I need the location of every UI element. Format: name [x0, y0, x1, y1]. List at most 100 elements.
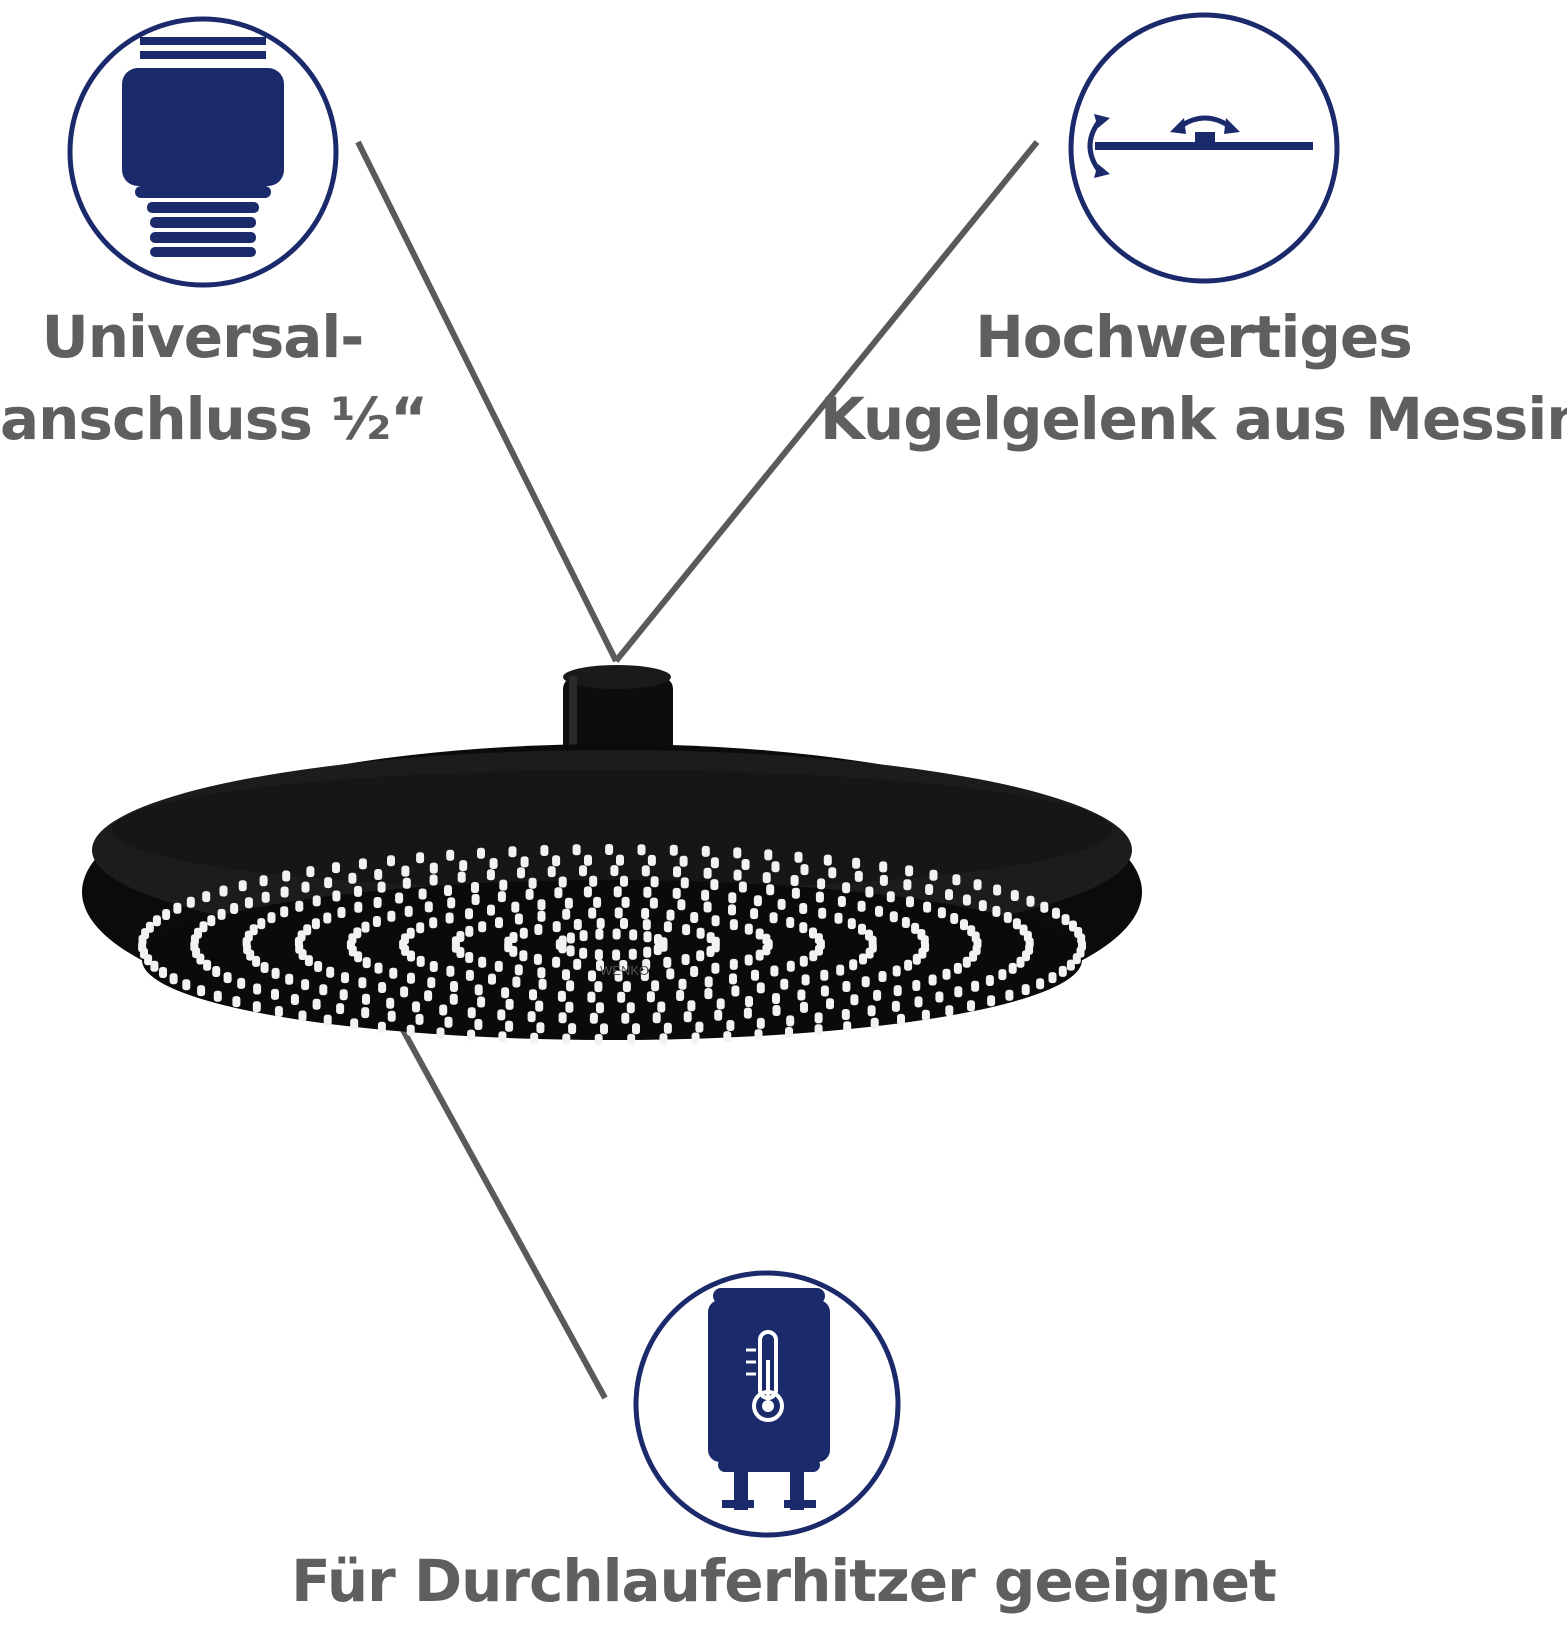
nozzle: [912, 953, 921, 965]
nozzle: [312, 895, 321, 907]
nozzle: [786, 917, 795, 928]
nozzle: [446, 965, 455, 977]
nozzle: [537, 899, 546, 911]
nozzle: [427, 977, 436, 989]
nozzle: [1036, 978, 1045, 990]
nozzle: [564, 897, 573, 909]
nozzle: [223, 972, 232, 984]
nozzle: [731, 985, 740, 997]
nozzle: [873, 989, 882, 1001]
nozzle: [814, 1012, 823, 1024]
nozzle: [457, 871, 466, 883]
nozzle: [690, 912, 699, 923]
nozzle: [459, 860, 468, 872]
nozzle: [298, 1010, 307, 1022]
nozzle: [387, 910, 396, 922]
nozzle: [562, 1033, 571, 1045]
nozzle: [354, 885, 362, 897]
nozzle: [971, 980, 980, 992]
nozzle: [311, 918, 320, 930]
nozzle: [267, 912, 276, 924]
nozzle: [643, 886, 652, 898]
nozzle: [750, 908, 759, 920]
nozzle: [614, 907, 623, 919]
nozzle: [584, 854, 592, 866]
nozzle: [314, 961, 323, 972]
nozzle: [967, 1000, 975, 1012]
nozzle: [471, 894, 480, 905]
nozzle: [889, 911, 898, 923]
nozzle: [465, 908, 473, 920]
nozzle: [1040, 901, 1049, 913]
nozzle: [842, 981, 851, 992]
nozzle: [764, 849, 773, 861]
nozzle: [487, 904, 495, 916]
ball-joint-label-line2: Kugelgelenk aus Messing: [820, 385, 1567, 453]
nozzle: [534, 924, 543, 935]
nozzle: [649, 897, 658, 909]
nozzle: [650, 876, 659, 888]
nozzle: [552, 855, 561, 867]
nozzle: [834, 912, 843, 924]
nozzle: [477, 847, 485, 859]
nozzle: [579, 930, 588, 942]
nozzle: [238, 880, 247, 892]
nozzle: [711, 941, 720, 953]
nozzle: [901, 917, 910, 928]
nozzle: [912, 980, 921, 991]
nozzle: [987, 995, 996, 1007]
nozzle: [558, 935, 567, 947]
nozzle: [711, 962, 720, 974]
nozzle: [858, 923, 866, 935]
nozzle: [640, 970, 649, 981]
nozzle: [687, 1000, 696, 1012]
nozzle: [751, 969, 759, 981]
nozzle: [529, 989, 537, 1001]
nozzle: [879, 861, 888, 873]
nozzle: [519, 927, 528, 939]
nozzle: [969, 950, 978, 962]
nozzle: [745, 996, 753, 1007]
nozzle: [301, 979, 310, 991]
nozzle: [439, 1004, 448, 1016]
nozzle: [842, 882, 851, 894]
connector-label-line2: anschluss ½“: [0, 385, 428, 453]
nozzle: [589, 1012, 598, 1024]
nozzle: [596, 918, 605, 929]
nozzle: [1008, 962, 1017, 974]
nozzle: [1072, 953, 1081, 965]
nozzle: [562, 969, 570, 981]
nozzle: [566, 932, 575, 944]
nozzle: [525, 888, 534, 900]
nozzle: [646, 991, 655, 1003]
nozzle: [1061, 914, 1070, 926]
nozzle: [378, 982, 387, 993]
nozzle: [467, 1029, 476, 1041]
nozzle-pattern: [138, 844, 1086, 1045]
nozzle: [613, 886, 622, 898]
nozzle: [850, 994, 859, 1006]
nozzle: [535, 1000, 544, 1012]
nozzle: [537, 967, 546, 979]
nozzle: [540, 845, 549, 856]
nozzle: [786, 960, 795, 972]
nozzle: [159, 967, 167, 978]
nozzle: [683, 1011, 692, 1023]
nozzle: [797, 989, 806, 1001]
nozzle: [444, 885, 452, 896]
nozzle: [429, 874, 438, 886]
nozzle: [1016, 956, 1025, 968]
nozzle: [616, 854, 624, 866]
nozzle: [301, 881, 310, 893]
nozzle: [1058, 965, 1067, 977]
nozzle: [627, 1033, 636, 1045]
nozzle: [416, 922, 425, 934]
nozzle: [755, 928, 764, 940]
nozzle: [870, 1017, 879, 1029]
nozzle: [744, 923, 753, 935]
nozzle: [249, 924, 258, 936]
nozzle: [488, 973, 496, 985]
nozzle: [659, 937, 668, 949]
nozzle: [621, 896, 630, 908]
